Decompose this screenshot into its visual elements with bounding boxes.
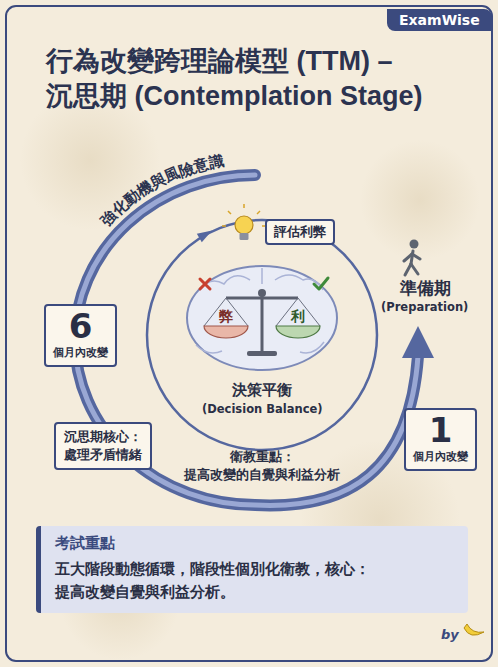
node-text: 個月內改變 <box>53 345 108 360</box>
stage-sub: (Preparation) <box>381 300 468 314</box>
months-box: 6個月內改變 <box>44 304 117 367</box>
arc-label: 強化動機與風險意識 <box>97 151 225 229</box>
exam-panel: 考試重點五大階段動態循環，階段性個別化衛教，核心：提高改變自覺與利益分析。 <box>36 526 468 613</box>
node-text: 五大階段動態循環，階段性個別化衛教，核心：提高改變自覺與利益分析。 <box>55 558 377 603</box>
balance-sub: (Decision Balance) <box>202 402 323 416</box>
education-heading: 衛教重點： <box>230 448 295 466</box>
brand-tab: ExamWise <box>387 9 492 31</box>
stage-label: 準備期 <box>400 277 451 300</box>
node-heading: 1 <box>413 412 468 449</box>
node-text: 個月內改變 <box>413 449 468 464</box>
evaluate-box: 評估利弊 <box>265 219 335 245</box>
node-text: 處理矛盾情緒 <box>64 446 142 464</box>
title: 行為改變跨理論模型 (TTM) – 沉思期 (Contemplation Sta… <box>46 44 466 114</box>
months-box: 1個月內改變 <box>404 408 477 471</box>
node-heading: 6 <box>53 308 108 345</box>
node-heading: 沉思期核心： <box>64 428 142 446</box>
con-label: 弊 <box>219 308 233 326</box>
core-box: 沉思期核心：處理矛盾情緒 <box>54 422 152 470</box>
node-heading: 考試重點 <box>55 534 454 553</box>
arc-text-holder: 強化動機與風險意識 <box>97 151 225 229</box>
balance-label: 決策平衡 <box>232 381 292 400</box>
pro-label: 利 <box>291 308 305 326</box>
node-heading: 評估利弊 <box>274 223 326 241</box>
credit: by <box>441 627 459 642</box>
node-heading: ExamWise <box>399 12 480 28</box>
education-text: 提高改變的自覺與利益分析 <box>184 466 340 484</box>
